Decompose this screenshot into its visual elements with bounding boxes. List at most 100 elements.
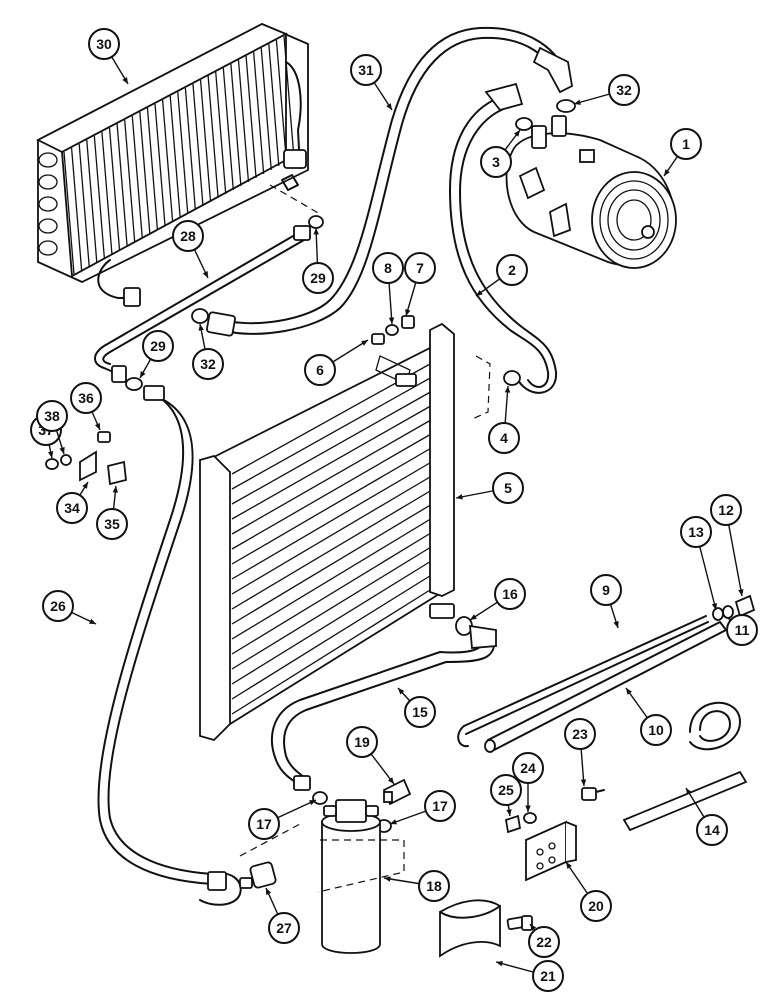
callout-3: 3 [480,129,521,178]
callout-20: 20 [565,861,612,922]
callout-number: 18 [426,878,442,894]
evaporator-fin [93,135,105,259]
washer-38 [60,454,72,466]
callout-5: 5 [455,472,524,504]
callout-bubble [640,714,672,746]
condenser-connection-dashed-line [469,355,491,421]
callout-21: 21 [495,960,564,992]
callout-bubble [70,382,102,414]
callout-36: 36 [70,382,102,431]
condenser-fin [231,462,431,580]
callout-number: 22 [536,934,552,950]
callout-arrowhead [140,371,146,378]
callout-14: 14 [685,787,728,846]
callout-13: 13 [680,516,718,611]
callout-arrowhead [89,618,96,624]
callout-number: 17 [256,816,272,832]
callout-bubble [304,354,336,386]
o-ring-4 [503,370,521,386]
condenser-fin [231,589,431,715]
callout-number: 29 [150,338,166,354]
callout-arrowhead [388,317,395,324]
callout-bubble [710,494,742,526]
callout-bubble [494,578,526,610]
callout-25: 25 [490,774,522,817]
callout-arrowhead [398,688,405,695]
compressor [505,115,677,269]
condenser-fin [231,434,431,550]
condenser-fin [231,561,431,685]
callout-bubble [488,422,520,454]
evaporator-fin [184,87,197,211]
callout-26: 26 [42,590,97,625]
callout-number: 25 [498,782,514,798]
callout-number: 24 [520,760,536,776]
evaporator-fin [86,139,98,263]
evaporator-fin [116,123,128,247]
callout-19: 19 [346,726,395,785]
evaporator-fin [215,71,227,195]
callout-bubble [512,752,544,784]
callout-number: 5 [504,480,512,496]
evaporator-fin [283,35,295,159]
evaporator-fin [124,119,136,243]
callout-bubble [480,146,512,178]
callout-38: 38 [36,400,68,455]
callout-number: 13 [688,524,704,540]
callout-bubble [418,870,450,902]
callout-2: 2 [475,254,528,297]
callout-bubble [670,128,702,160]
callout-29: 29 [139,330,174,379]
callout-arrowhead [711,603,718,610]
callout-number: 2 [508,262,516,278]
callout-number: 27 [276,920,292,936]
callout-arrowhead [390,819,397,825]
callout-number: 11 [735,622,750,638]
receiver-drier [321,799,381,954]
callout-bubble [248,808,280,840]
callout-bubble [580,890,612,922]
callout-34: 34 [56,481,89,524]
callout-arrowhead [626,688,632,695]
evaporator-fin [154,103,166,227]
callout-bubble [404,252,436,284]
evaporator-fin [146,107,159,231]
hose-31 [215,26,569,325]
evaporator-fin [230,63,242,187]
callout-number: 1 [682,136,690,152]
callout-17: 17 [248,799,317,840]
callout-bubble [696,814,728,846]
callout-32: 32 [573,74,640,106]
callout-arrowhead [613,621,619,628]
callout-number: 10 [648,722,664,738]
callout-arrowhead [513,130,520,137]
callout-number: 29 [310,270,326,286]
callout-arrowhead [476,290,483,296]
callout-arrowhead [664,169,670,176]
evaporator-fin [131,115,143,239]
evaporator-fin [78,143,90,267]
bracket-34 [79,450,97,482]
evaporator-fin [161,99,174,223]
callout-bubble [88,28,120,60]
evaporator-fin [260,47,272,171]
callout-12: 12 [710,494,744,597]
callout-number: 28 [180,228,196,244]
callout-bubble [680,516,712,548]
callout-arrowhead [266,888,272,895]
callout-arrowhead [504,386,511,393]
callout-8: 8 [372,252,404,325]
callout-arrowhead [738,589,744,596]
callout-arrowhead [496,961,503,967]
callout-number: 6 [316,362,324,378]
callout-30: 30 [88,28,129,85]
callout-27: 27 [265,887,300,944]
callout-28: 28 [172,220,209,279]
callout-15: 15 [397,687,436,728]
condenser-fin [231,504,431,625]
callout-bubble [346,726,378,758]
callout-number: 26 [50,598,66,614]
callout-bubble [42,590,74,622]
evaporator-fin [169,95,181,219]
condenser [199,322,455,742]
